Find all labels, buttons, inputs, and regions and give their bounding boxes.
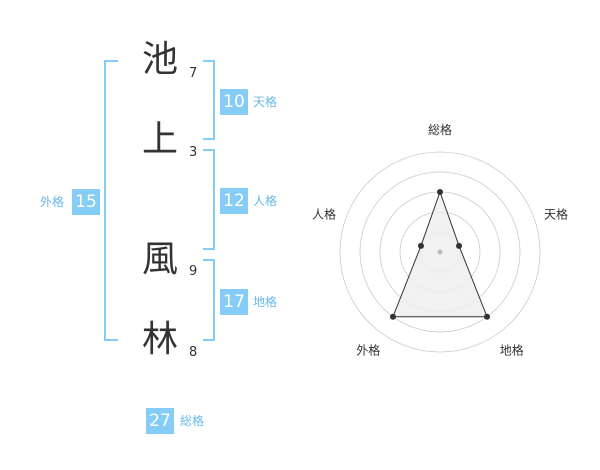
radar-axis-label-3: 地格 [500, 343, 524, 358]
radar-grid-ring [339, 151, 541, 353]
gaikaku-label: 外格 [40, 195, 65, 209]
jinkaku-value: 12 [220, 188, 248, 214]
name-char-1: 池 [141, 39, 178, 80]
radar-point-1 [437, 189, 443, 195]
radar-point-5 [417, 242, 424, 249]
name-char-2: 上 [141, 119, 178, 160]
chikaku-label: 地格 [253, 295, 278, 309]
radar-axis-label-1: 総格 [428, 122, 452, 137]
radar-point-4 [389, 313, 396, 320]
soukaku-value: 27 [146, 408, 174, 434]
stroke-count-1: 7 [189, 66, 198, 81]
stroke-count-2: 3 [189, 145, 198, 160]
tenkaku-bracket [203, 60, 215, 140]
stroke-count-4: 8 [189, 345, 198, 360]
name-char-3: 風 [141, 239, 178, 280]
radar-axis-label-4: 外格 [356, 343, 380, 358]
radar-point-2 [456, 242, 463, 249]
jinkaku-label: 人格 [253, 194, 278, 208]
gaikaku-bracket [104, 60, 118, 341]
jinkaku-bracket [203, 149, 215, 250]
radar-axis-label-2: 天格 [544, 206, 568, 221]
radar-center-point [437, 249, 443, 255]
chikaku-value: 17 [220, 289, 248, 315]
stroke-count-3: 9 [189, 264, 198, 279]
chikaku-bracket [203, 259, 215, 341]
tenkaku-label: 天格 [253, 95, 278, 109]
tenkaku-value: 10 [220, 89, 248, 115]
radar-point-3 [484, 313, 491, 320]
name-char-4: 林 [141, 319, 178, 360]
radar-grid-ring [359, 171, 521, 333]
soukaku-label: 総格 [180, 414, 205, 428]
gaikaku-value: 15 [72, 189, 100, 215]
radar-axis-label-5: 人格 [312, 206, 336, 221]
